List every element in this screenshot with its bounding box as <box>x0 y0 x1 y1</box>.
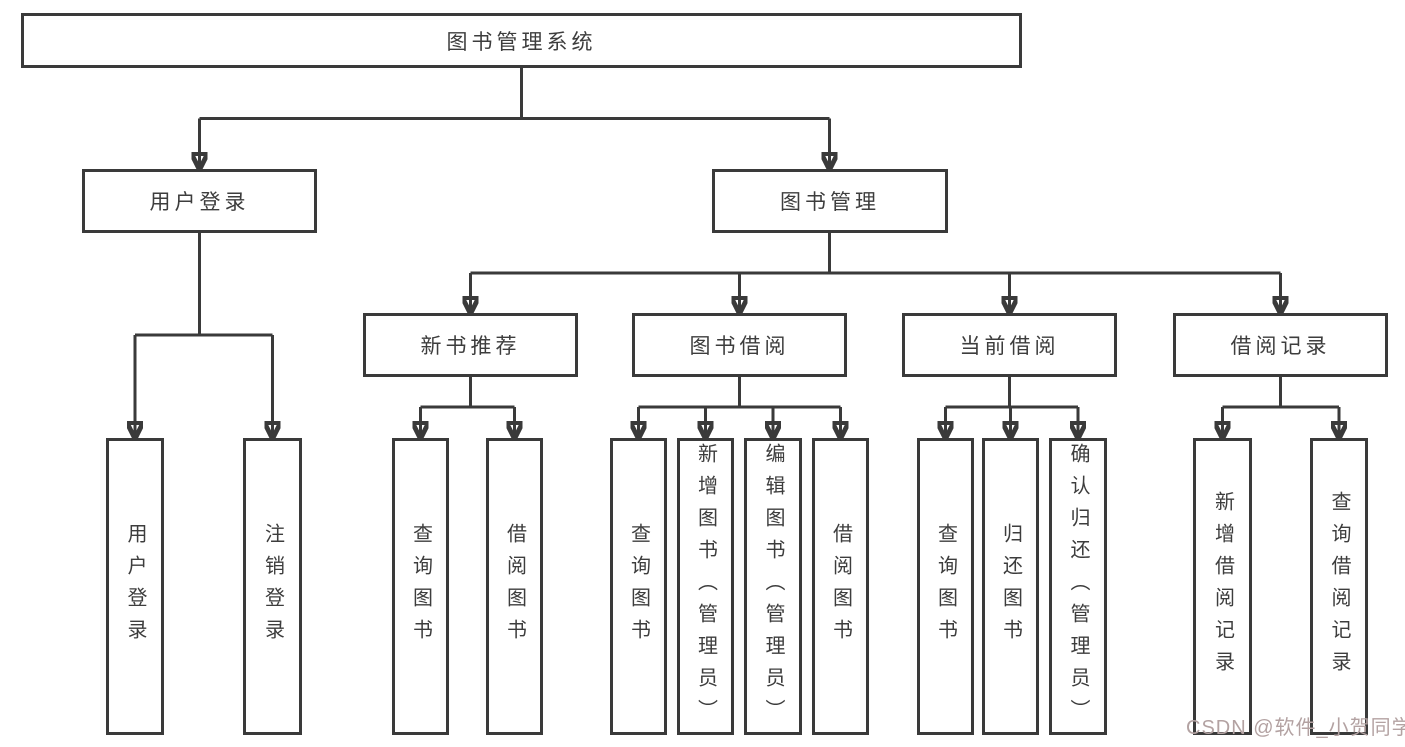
node-label: 用户登录 <box>149 191 250 214</box>
leaf-confirm-return-admin: 确认归还（管理员） <box>1049 438 1107 735</box>
leaf-query-borrow-record: 查询借阅记录 <box>1310 438 1368 735</box>
leaf-label: 查询借阅记录 <box>1328 490 1350 683</box>
node-label: 图书借阅 <box>689 335 790 358</box>
leaf-label: 确认归还（管理员） <box>1067 442 1089 731</box>
node-label: 当前借阅 <box>959 335 1060 358</box>
leaf-label: 注销登录 <box>261 522 284 651</box>
leaf-label: 查询图书 <box>627 522 650 651</box>
leaf-borrow-books-recommend: 借阅图书 <box>486 438 543 735</box>
node-user-login: 用户登录 <box>82 169 317 233</box>
csdn-watermark: CSDN @软件_小贺同学 <box>1186 717 1405 739</box>
node-borrow-records: 借阅记录 <box>1173 313 1388 377</box>
leaf-return-books: 归还图书 <box>982 438 1039 735</box>
node-label: 新书推荐 <box>420 335 521 358</box>
node-label: 图书管理 <box>780 191 880 214</box>
leaf-borrow-books-borrow: 借阅图书 <box>812 438 869 735</box>
leaf-label: 借阅图书 <box>503 522 526 651</box>
leaf-query-books-recommend: 查询图书 <box>392 438 449 735</box>
leaf-logout: 注销登录 <box>243 438 302 735</box>
leaf-label: 查询图书 <box>409 522 432 651</box>
node-current-borrow: 当前借阅 <box>902 313 1117 377</box>
leaf-label: 用户登录 <box>124 522 146 651</box>
node-book-management: 图书管理 <box>712 169 948 233</box>
leaf-add-borrow-record: 新增借阅记录 <box>1193 438 1252 735</box>
leaf-label: 查询图书 <box>934 522 957 651</box>
leaf-label: 归还图书 <box>999 522 1022 651</box>
node-root: 图书管理系统 <box>21 13 1022 68</box>
node-label: 借阅记录 <box>1230 335 1331 358</box>
leaf-edit-book-admin: 编辑图书（管理员） <box>744 438 802 735</box>
leaf-query-books-current: 查询图书 <box>917 438 974 735</box>
leaf-query-books-borrow: 查询图书 <box>610 438 667 735</box>
leaf-label: 编辑图书（管理员） <box>762 442 784 731</box>
node-new-book-recommend: 新书推荐 <box>363 313 578 377</box>
leaf-add-book-admin: 新增图书（管理员） <box>677 438 734 735</box>
node-root-label: 图书管理系统 <box>446 30 597 54</box>
node-book-borrow: 图书借阅 <box>632 313 847 377</box>
leaf-label: 新增图书（管理员） <box>694 442 717 731</box>
leaf-label: 新增借阅记录 <box>1211 490 1234 683</box>
leaf-user-login: 用户登录 <box>106 438 164 735</box>
leaf-label: 借阅图书 <box>829 522 852 651</box>
